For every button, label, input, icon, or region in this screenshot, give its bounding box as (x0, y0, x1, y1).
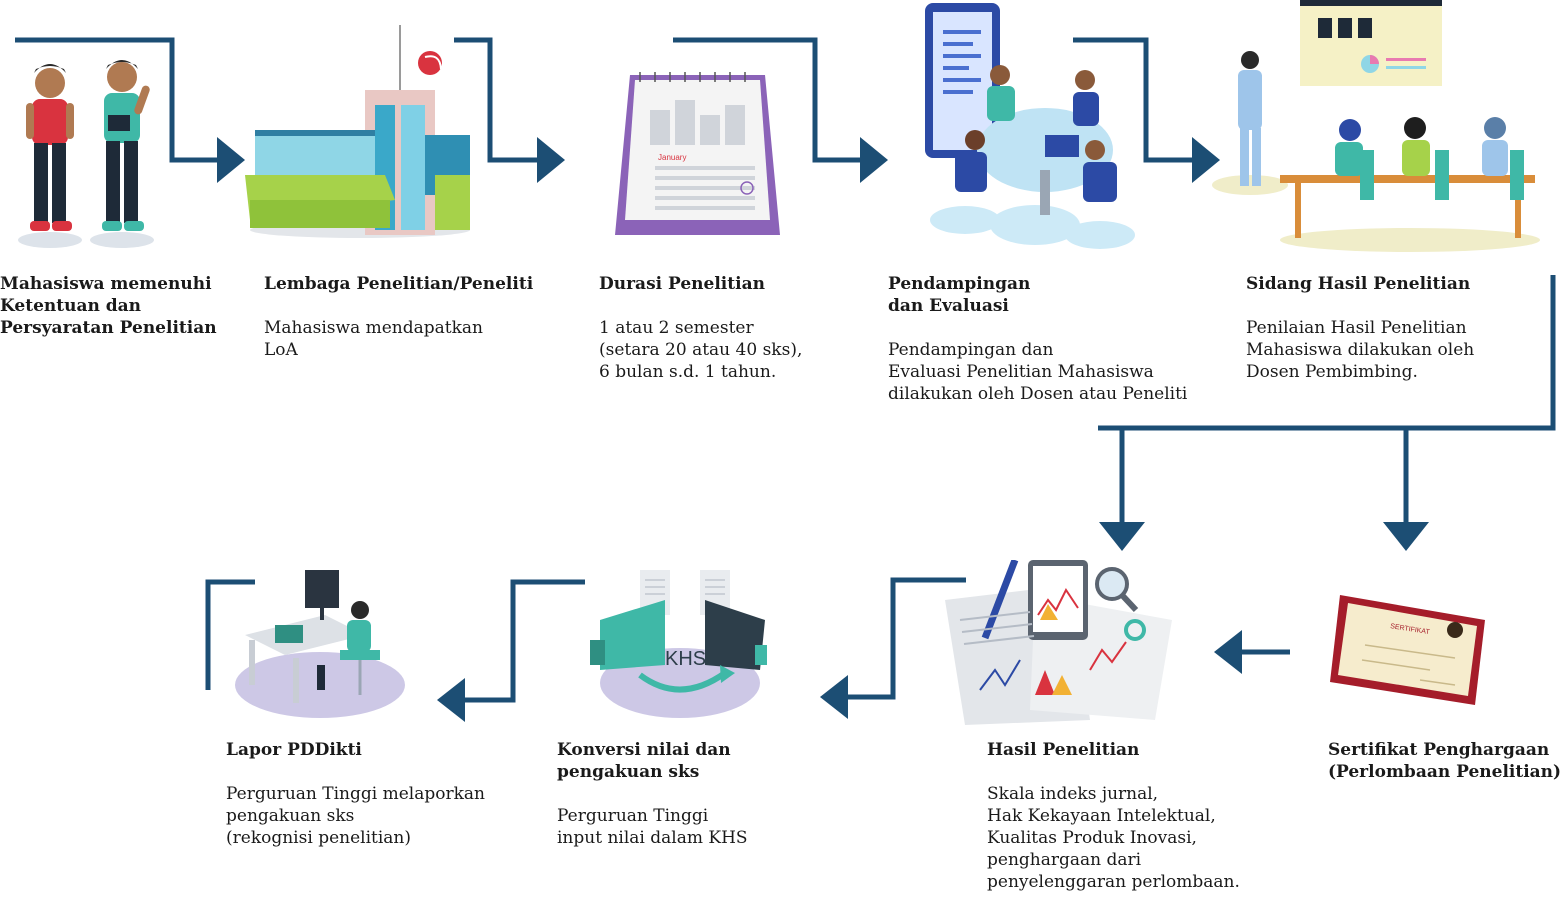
step-description: Penilaian Hasil Penelitian Mahasiswa dil… (1246, 318, 1475, 382)
arrow-left-icon (1214, 630, 1242, 674)
students-icon (18, 60, 154, 248)
workstation-icon (235, 570, 405, 718)
connector-8-9 (465, 579, 585, 703)
step-description: 1 atau 2 semester (setara 20 atau 40 sks… (599, 318, 803, 382)
step-3: Durasi Penelitian 1 atau 2 semester (set… (599, 273, 802, 383)
arrow-right-icon (1192, 137, 1220, 183)
connector-2-3 (454, 37, 540, 163)
step-description: Mahasiswa mendapatkan LoA (264, 318, 483, 360)
calendar-month-label: January (658, 153, 686, 162)
step-6: Sertifikat Penghargaan (Perlombaan Penel… (1328, 739, 1561, 783)
step-description: Pendampingan dan Evaluasi Penelitian Mah… (888, 340, 1188, 404)
step-title: Mahasiswa memenuhi Ketentuan dan Persyar… (0, 274, 217, 338)
desk-calendar-icon: January (615, 72, 780, 235)
step-title: Lapor PDDikti (226, 740, 362, 760)
step-description: Perguruan Tinggi melaporkan pengakuan sk… (226, 784, 485, 848)
arrow-down-icon (1383, 522, 1429, 551)
step-8: Konversi nilai dan pengakuan sks Perguru… (557, 739, 748, 849)
step-4: Pendampingan dan Evaluasi Pendampingan d… (888, 273, 1187, 405)
connector-5-branch (1098, 275, 1556, 431)
certificate-icon: SERTIFIKAT (1330, 595, 1485, 705)
arrow-right-icon (860, 137, 888, 183)
step-9: Lapor PDDikti Perguruan Tinggi melaporka… (226, 739, 485, 849)
arrow-down-icon (1099, 522, 1145, 551)
connector-3-4 (673, 37, 863, 163)
connector-9-start (205, 579, 255, 690)
step-5: Sidang Hasil Penelitian Penilaian Hasil … (1246, 273, 1474, 383)
step-7: Hasil Penelitian Skala indeks jurnal, Ha… (987, 739, 1240, 893)
meeting-icon (925, 3, 1135, 249)
research-building-icon (245, 25, 470, 238)
step-title: Durasi Penelitian (599, 274, 765, 294)
arrow-right-icon (537, 137, 565, 183)
arrow-left-icon (820, 675, 848, 719)
connector-7-8 (845, 577, 966, 700)
arrow-right-icon (217, 137, 245, 183)
step-title: Pendampingan dan Evaluasi (888, 274, 1031, 316)
step-title: Konversi nilai dan pengakuan sks (557, 740, 731, 782)
khs-conversion-icon: KHS (590, 570, 767, 718)
connector-4-5 (1073, 37, 1195, 163)
step-description: Skala indeks jurnal, Hak Kekayaan Intele… (987, 784, 1240, 892)
presentation-icon (1212, 0, 1540, 252)
research-report-icon (945, 560, 1172, 725)
step-description: Perguruan Tinggi input nilai dalam KHS (557, 806, 748, 848)
step-2: Lembaga Penelitian/Peneliti Mahasiswa me… (264, 273, 533, 361)
khs-label: KHS (665, 648, 706, 670)
step-title: Sidang Hasil Penelitian (1246, 274, 1471, 294)
step-title: Lembaga Penelitian/Peneliti (264, 274, 534, 294)
step-1: Mahasiswa memenuhi Ketentuan dan Persyar… (0, 273, 217, 339)
step-title: Hasil Penelitian (987, 740, 1140, 760)
connector-1-2 (15, 37, 222, 163)
arrow-left-icon (437, 678, 465, 722)
step-title: Sertifikat Penghargaan (Perlombaan Penel… (1328, 740, 1562, 782)
